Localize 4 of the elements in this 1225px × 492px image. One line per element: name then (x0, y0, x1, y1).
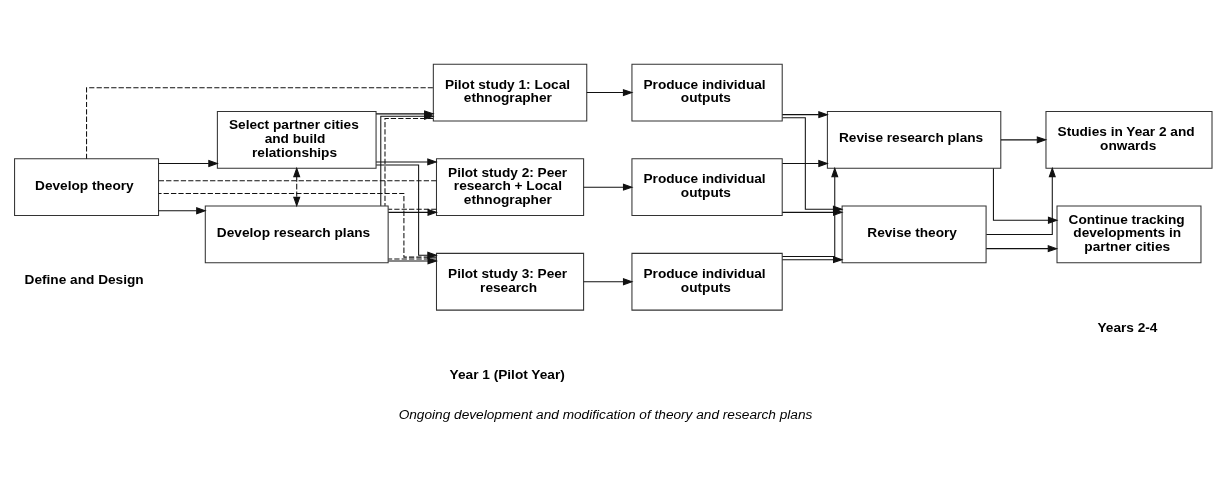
caption: Ongoing development and modification of theory and research plans (398, 406, 813, 422)
label: Define and Design (24, 272, 144, 288)
label: Year 1 (Pilot Year) (449, 366, 565, 382)
label: Years 2-4 (1097, 319, 1158, 335)
